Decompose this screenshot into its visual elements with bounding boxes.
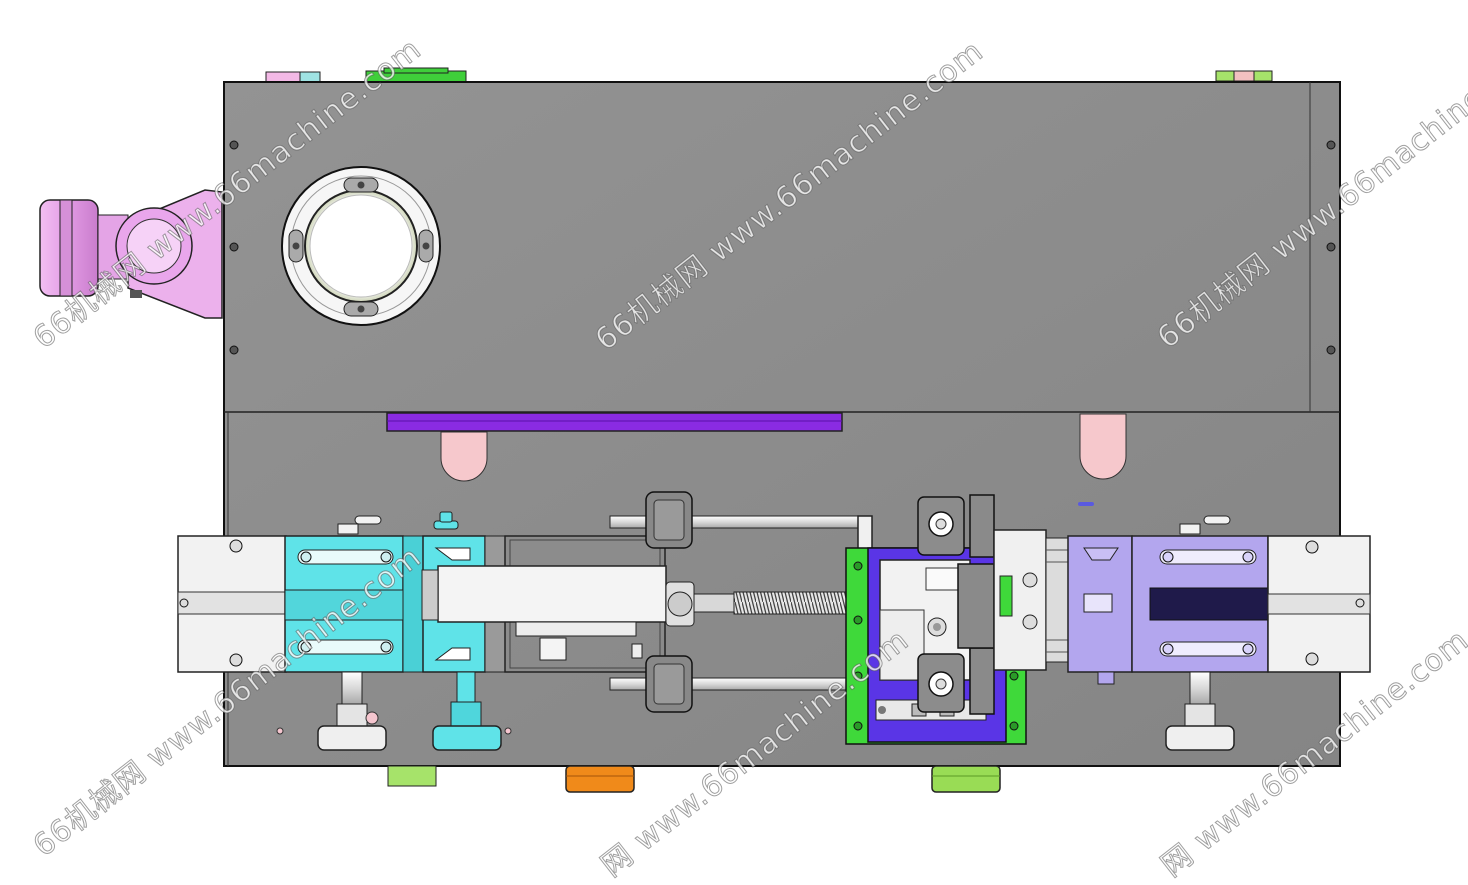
top-tab-green — [365, 67, 467, 83]
round-port-flange — [281, 166, 441, 326]
pink-slot-right — [1079, 413, 1127, 480]
leveling-foot-right — [1165, 671, 1235, 751]
rod-clamp-top — [645, 491, 693, 549]
right-clamp-module — [1067, 515, 1371, 685]
bottom-tab-orange — [565, 765, 635, 793]
cylinder-body — [421, 565, 667, 661]
pin-marker — [276, 727, 284, 735]
pin-marker — [504, 727, 512, 735]
rod-clamp-bottom — [645, 655, 693, 713]
dark-clamp-top — [917, 494, 995, 558]
dark-clamp-middle — [957, 563, 995, 649]
bottom-tab-lime — [931, 765, 1001, 793]
leveling-foot-left-1 — [317, 671, 387, 751]
top-tab-right — [1215, 70, 1273, 82]
fixture-assembly-top-view — [39, 67, 1371, 793]
pink-slot-left — [440, 431, 488, 482]
small-marker — [1078, 502, 1094, 506]
connector-block — [993, 529, 1069, 671]
machine-drawing: 66机械网 www.66machine.com 66机械网 www.66mach… — [26, 31, 1468, 884]
upper-cover-screws — [229, 140, 1336, 355]
spring-screw — [665, 581, 855, 627]
leveling-foot-left-2 — [432, 671, 502, 751]
purple-guide-bar — [386, 412, 843, 432]
top-tab-left — [265, 71, 321, 83]
pressure-gauge-assembly — [39, 189, 223, 319]
dark-clamp-bottom — [917, 647, 995, 715]
bottom-tab-green — [387, 765, 437, 787]
